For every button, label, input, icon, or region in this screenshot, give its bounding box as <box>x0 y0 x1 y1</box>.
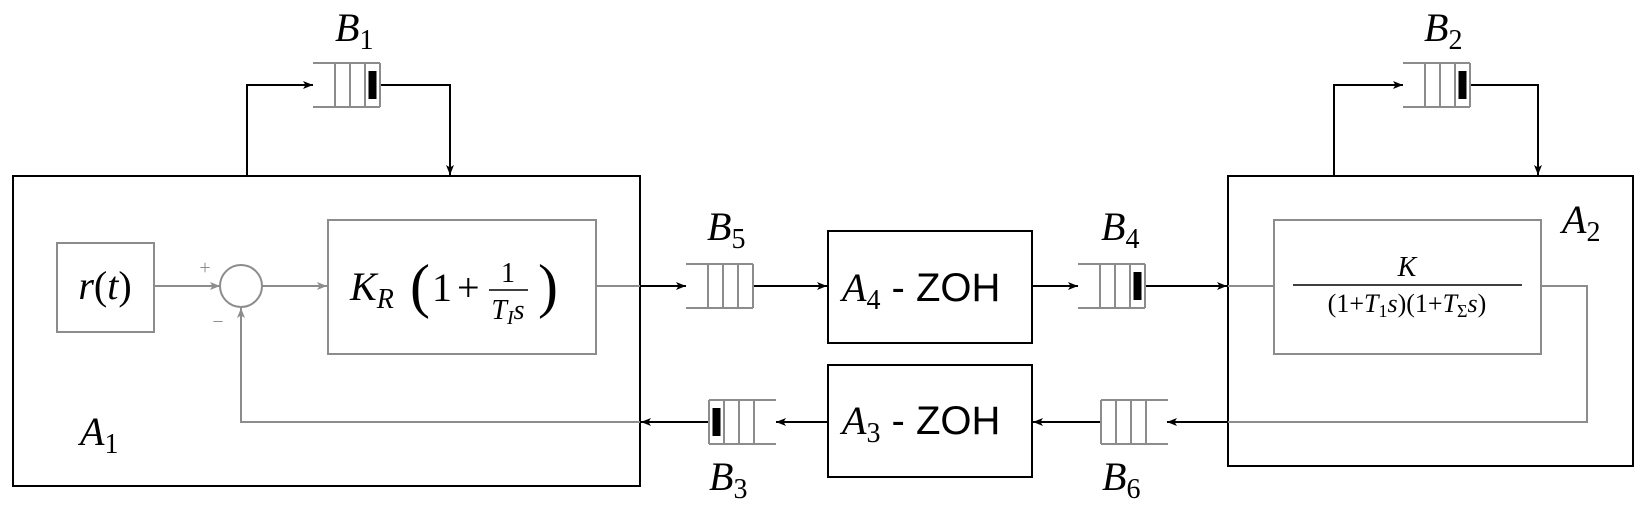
plant-s2: s <box>1468 289 1478 318</box>
feedback-path <box>237 308 640 423</box>
reference-close: ) <box>118 263 131 308</box>
reference-label: r(t) <box>78 263 131 308</box>
block-a1 <box>12 175 641 487</box>
sum-minus-sign: − <box>212 311 223 333</box>
buffer-token <box>1458 71 1467 99</box>
controller-num: 1 <box>501 258 515 289</box>
summing-junction <box>219 264 263 308</box>
plant-close1: ) <box>1398 289 1407 318</box>
svg-text:(1+T1s)(1+TΣs): (1+T1s)(1+TΣs) <box>1328 289 1487 321</box>
buffer-b6 <box>1100 399 1168 445</box>
b3-label: B3 <box>709 454 747 505</box>
a2-letter: A <box>1559 197 1587 242</box>
plant-num: K <box>1397 252 1418 283</box>
b1-label: B1 <box>335 5 373 56</box>
a3-letter: A <box>839 398 867 443</box>
reference-r: r <box>78 263 94 308</box>
svg-text:TIs: TIs <box>491 295 524 329</box>
reference-open: ( <box>94 263 107 308</box>
controller-one: 1 <box>432 265 452 310</box>
a1-sub: 1 <box>104 429 118 460</box>
plant-t2: T <box>1443 289 1459 318</box>
a4-label: A4 - ZOH <box>839 265 1000 316</box>
block-a2 <box>1227 175 1634 467</box>
a1-label: A1 <box>77 409 118 460</box>
buffer-b5 <box>686 263 754 309</box>
a1-to-b1-arrow <box>246 81 313 176</box>
a3-label: A3 - ZOH <box>839 398 1000 449</box>
plant-t1: T <box>1364 289 1380 318</box>
buffer-b3 <box>708 399 776 445</box>
plant-open2: (1+ <box>1406 289 1442 318</box>
a4-letter: A <box>839 265 867 310</box>
plant-sub2: Σ <box>1457 301 1467 321</box>
controller-rparen: ) <box>538 253 558 319</box>
a3-suffix: - ZOH <box>880 399 1000 443</box>
reference-block <box>56 242 155 333</box>
svg-text:KR: KR <box>349 264 394 315</box>
b4-label: B4 <box>1101 204 1139 255</box>
buffer-token <box>712 408 721 436</box>
a2-label: A2 <box>1559 197 1600 248</box>
controller-plus: + <box>457 265 480 310</box>
buffer-token <box>1133 272 1142 300</box>
b2-label: B2 <box>1424 5 1462 56</box>
b2-to-a2-arrow <box>1470 84 1542 175</box>
controller-k: K <box>349 264 379 309</box>
controller-den-sub: I <box>506 307 515 329</box>
plant-s1: s <box>1387 289 1397 318</box>
a1-letter: A <box>77 409 105 454</box>
plant-open1: (1+ <box>1328 289 1364 318</box>
reference-t: t <box>107 263 119 308</box>
b6-label: B6 <box>1102 454 1140 505</box>
controller-den-t: T <box>491 295 509 326</box>
plant-formula: K (1+T1s)(1+TΣs) <box>1293 252 1522 321</box>
a3-sub: 3 <box>866 418 880 449</box>
b1-to-a1-arrow <box>380 84 454 175</box>
buffer-token <box>368 71 377 99</box>
buffer-b2 <box>1403 62 1471 108</box>
sum-plus-sign: + <box>199 257 210 279</box>
plant-output-line <box>1228 285 1588 423</box>
controller-k-sub: R <box>376 284 394 315</box>
a2-to-b2-arrow <box>1333 81 1403 176</box>
a2-sub: 2 <box>1586 217 1600 248</box>
plant-close2: ) <box>1478 289 1487 318</box>
buffer-b4 <box>1078 263 1146 309</box>
a4-sub: 4 <box>866 285 880 316</box>
b5-label: B5 <box>707 204 745 255</box>
plant-block <box>1273 219 1542 355</box>
plant-sub1: 1 <box>1378 301 1387 321</box>
buffers-layer <box>313 62 1471 445</box>
controller-lparen: ( <box>410 253 430 319</box>
buffer-b1 <box>313 62 381 108</box>
controller-den-s: s <box>514 295 525 326</box>
controller-formula: KR ( 1 + 1 TIs ) <box>349 253 558 329</box>
a4-suffix: - ZOH <box>880 266 1000 310</box>
